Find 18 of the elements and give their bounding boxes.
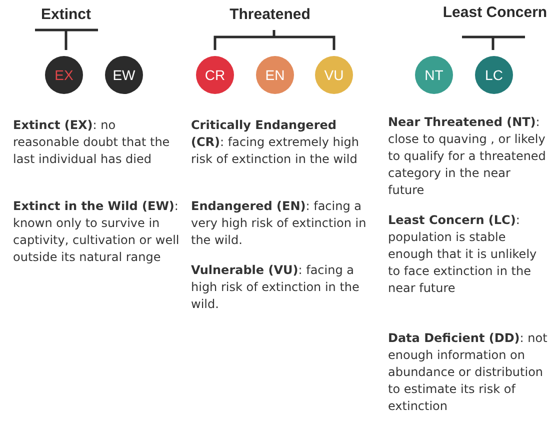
category-circle: EW: [105, 56, 143, 94]
category-description: Extinct in the Wild (EW): known only to survive in captivity, cultivation or well outside its natural range: [13, 198, 180, 266]
category-circle: CR: [196, 56, 234, 94]
category-description: Endangered (EN): facing a very high risk of extinction in the wild.: [191, 198, 368, 249]
group-heading: Least Concern: [442, 6, 548, 20]
category-circle: VU: [315, 56, 353, 94]
category-description: Critically Endangered (CR): facing extremely high risk of extinction in the wild: [191, 117, 360, 168]
group-heading: Threatened: [228, 8, 312, 22]
category-description: Extinct (EX): no reasonable doubt that the last individual has died: [13, 117, 171, 168]
category-circle: NT: [415, 56, 453, 94]
category-circle: LC: [475, 56, 513, 94]
category-description: Data Deficient (DD): not enough information on abundance or distribution to estimate its risk of extinction: [388, 330, 548, 415]
category-circle: EN: [256, 56, 294, 94]
category-description: Least Concern (LC): population is stable enough that it is unlikely to face extinction in the near future: [388, 212, 538, 297]
category-description: Vulnerable (VU): facing a high risk of extinction in the wild.: [191, 262, 360, 313]
group-heading: Extinct: [40, 8, 92, 22]
category-description: Near Threatened (NT): close to quaving , or likely to qualify for a threatened category in the near future: [388, 114, 547, 199]
category-circle: EX: [45, 56, 83, 94]
